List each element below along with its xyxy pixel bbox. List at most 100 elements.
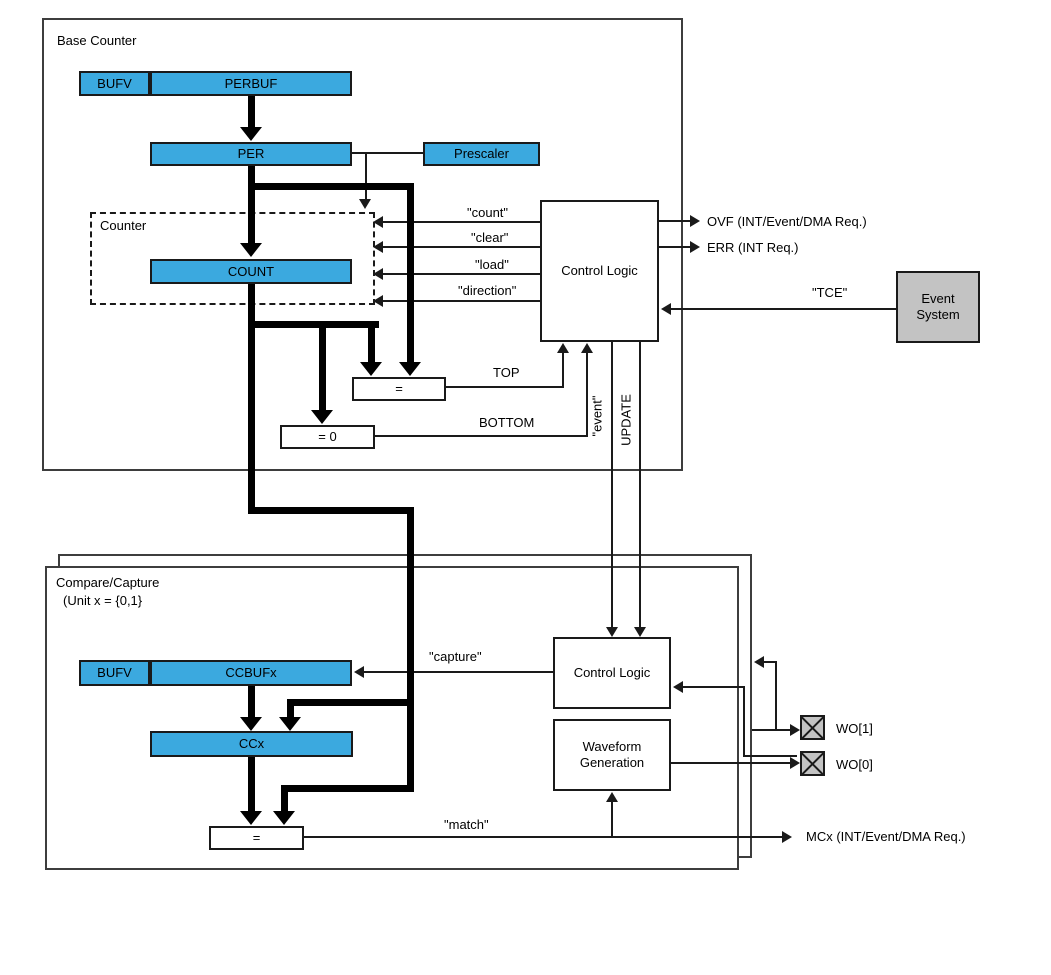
wire-err [659,246,690,248]
arrowhead [690,241,700,253]
bufv-label: BUFV [97,665,132,680]
arrowhead [673,681,683,693]
wo0-pad [800,751,825,776]
wire-top [562,352,564,388]
err-output-label: ERR (INT Req.) [707,240,799,255]
bus-count-main [407,507,414,792]
bufv-label: BUFV [97,75,132,91]
equals-label: = [252,830,261,845]
prescaler-box: Prescaler [423,142,540,166]
count-signal-label: "count" [467,205,509,220]
perbuf-register: PERBUF [150,71,352,96]
wire-load-signal [381,273,540,275]
arrowhead [360,362,382,376]
count-register: COUNT [150,259,352,284]
arrowhead [606,627,618,637]
wire-update [639,342,641,628]
arrowhead [373,216,383,228]
perbuf-label: PERBUF [224,75,278,91]
wire-tce [671,308,896,310]
cc-bufv-register: BUFV [79,660,150,686]
per-register: PER [150,142,352,166]
waveform-generation-box: Waveform Generation [553,719,671,791]
direction-signal-label: "direction" [458,283,517,298]
wire-direction-signal [381,300,540,302]
arrowhead [399,362,421,376]
wire-wo0-out [671,762,791,764]
arrowhead [373,241,383,253]
arrowhead [790,724,800,736]
tce-signal-label: "TCE" [812,285,848,300]
bus-count-branch [248,321,379,328]
bottom-signal-label: BOTTOM [479,415,535,430]
bus-count-zero [319,321,326,411]
capture-signal-label: "capture" [429,649,482,664]
arrowhead [240,127,262,141]
bus-perbuf-per [248,96,255,128]
control-logic-label: Control Logic [573,665,651,680]
compare-capture-title: Compare/Capture [56,575,160,590]
wire-prescaler [352,152,423,154]
arrowhead [690,215,700,227]
arrowhead [240,243,262,257]
wire-ovf [659,220,690,222]
per-label: PER [237,146,265,161]
match-signal-label: "match" [444,817,489,832]
wire-wo0-feedback [744,755,797,757]
bus-count-elbow [248,507,414,514]
arrowhead [240,717,262,731]
arrowhead [754,656,764,668]
top-comparator-box: = [352,377,446,401]
wire-waveform-input [611,800,613,837]
wire-prescaler-drop [365,152,367,199]
ccx-label: CCx [238,736,265,751]
arrowhead [373,268,383,280]
ccx-register: CCx [150,731,353,757]
top-signal-label: TOP [493,365,520,380]
compare-capture-subtitle: (Unit x = {0,1} [63,593,143,608]
base-counter-title: Base Counter [57,33,137,48]
base-counter-box [42,18,683,471]
wire-bottom [586,352,588,437]
bufv-register: BUFV [79,71,150,96]
clear-signal-label: "clear" [471,230,509,245]
wo0-label: WO[0] [836,757,873,772]
arrowhead [354,666,364,678]
bus-count-down [248,284,255,514]
arrowhead [240,811,262,825]
arrowhead [279,717,301,731]
bus-count-ccx-branch [287,699,414,706]
event-system-box: Event System [896,271,980,343]
wire-mcx [304,836,782,838]
wo1-label: WO[1] [836,721,873,736]
bus-count-ccx-branch [287,699,294,718]
count-label: COUNT [227,263,275,279]
wo1-pad [800,715,825,740]
ccbufx-register: CCBUFx [150,660,352,686]
arrowhead [634,627,646,637]
arrowhead [557,343,569,353]
base-control-logic-box: Control Logic [540,200,659,342]
ovf-output-label: OVF (INT/Event/DMA Req.) [707,214,867,229]
bus-count-compare [368,321,375,363]
arrowhead [273,811,295,825]
equals-label: = [395,381,403,396]
zero-comparator-box: = 0 [280,425,375,449]
bus-count-match [281,785,288,812]
bus-count-match [281,785,414,792]
wire-top [446,386,564,388]
arrowhead [661,303,671,315]
counter-dashed-box [90,212,375,305]
waveform-generation-label: Waveform Generation [579,739,645,770]
wire-event [611,342,613,628]
match-comparator-box: = [209,826,304,850]
arrowhead [311,410,333,424]
arrowhead [373,295,383,307]
load-signal-label: "load" [475,257,509,272]
wire-clear-signal [381,246,540,248]
arrowhead [359,199,371,209]
cc-control-logic-box: Control Logic [553,637,671,709]
counter-label: Counter [100,218,147,233]
arrowhead [782,831,792,843]
